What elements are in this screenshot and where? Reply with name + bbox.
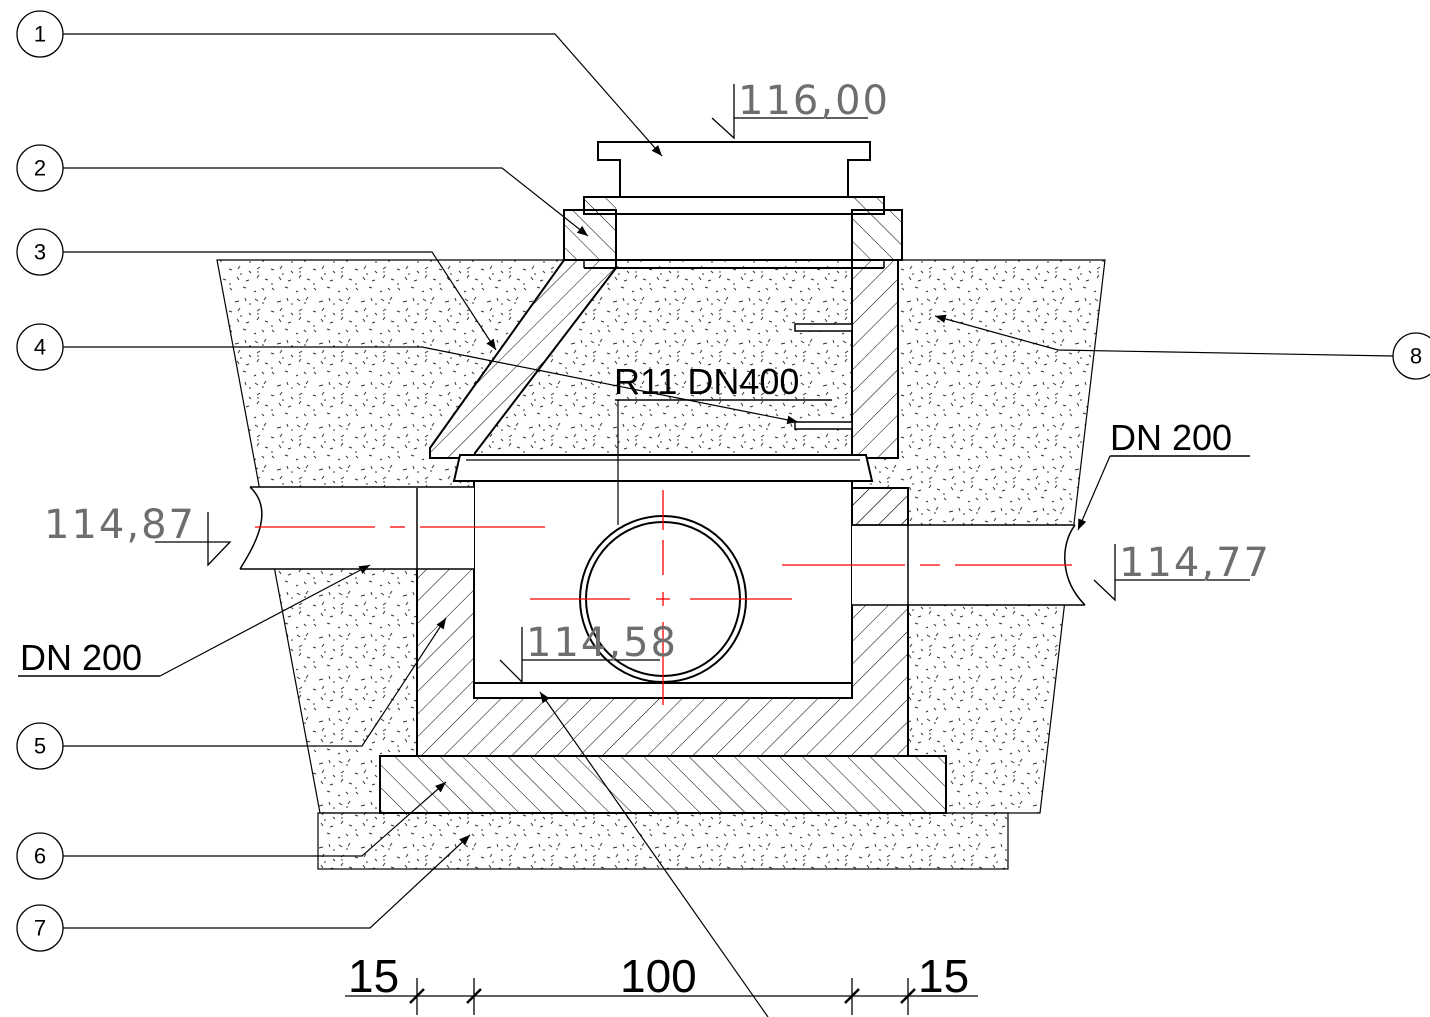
callout-5-number: 5 [34, 734, 46, 759]
dimension-middle: 100 [620, 950, 697, 1002]
callout-5 [16, 722, 64, 770]
callout-3-number: 3 [34, 240, 46, 265]
callout-6 [16, 832, 64, 880]
callout-2-number: 2 [34, 156, 46, 181]
callout-1 [16, 10, 64, 58]
callout-8 [1392, 332, 1430, 380]
inlet-pipe-label: DN 200 [20, 637, 142, 678]
adjustment-ring [563, 196, 903, 269]
callout-6-number: 6 [34, 844, 46, 869]
callout-7-number: 7 [34, 916, 46, 941]
callout-8-number: 8 [1410, 344, 1422, 369]
dimension-right: 15 [918, 950, 969, 1002]
elevation-marker-inlet [155, 512, 232, 567]
callout-circles [16, 10, 1430, 952]
gravel-bedding [317, 812, 1009, 870]
callout-1-number: 1 [34, 22, 46, 47]
manhole-type-label: R11 DN400 [614, 361, 799, 402]
outlet-pipe-label: DN 200 [1110, 417, 1232, 458]
callout-2 [16, 144, 64, 192]
step-irons [794, 323, 853, 430]
dimension-line [345, 978, 978, 1015]
dimension-left: 15 [348, 950, 399, 1002]
centerlines [255, 490, 1072, 705]
callout-4 [16, 323, 64, 371]
elevation-inlet: 114,87 [44, 502, 196, 548]
elevation-marker-outlet [1093, 544, 1250, 602]
callout-4-number: 4 [34, 335, 46, 360]
leader-lines [63, 33, 1394, 1017]
callout-7 [16, 904, 64, 952]
elevation-outlet: 114,77 [1119, 540, 1271, 586]
elevation-bottom: 114,58 [526, 620, 678, 666]
elevation-marker-bottom [499, 627, 660, 684]
elevation-marker-top [711, 84, 868, 140]
callout-3 [16, 228, 64, 276]
manhole-cover [597, 141, 871, 198]
elevation-top: 116,00 [738, 78, 890, 124]
inlet-pipe [250, 487, 474, 569]
joint-ring [452, 454, 874, 482]
